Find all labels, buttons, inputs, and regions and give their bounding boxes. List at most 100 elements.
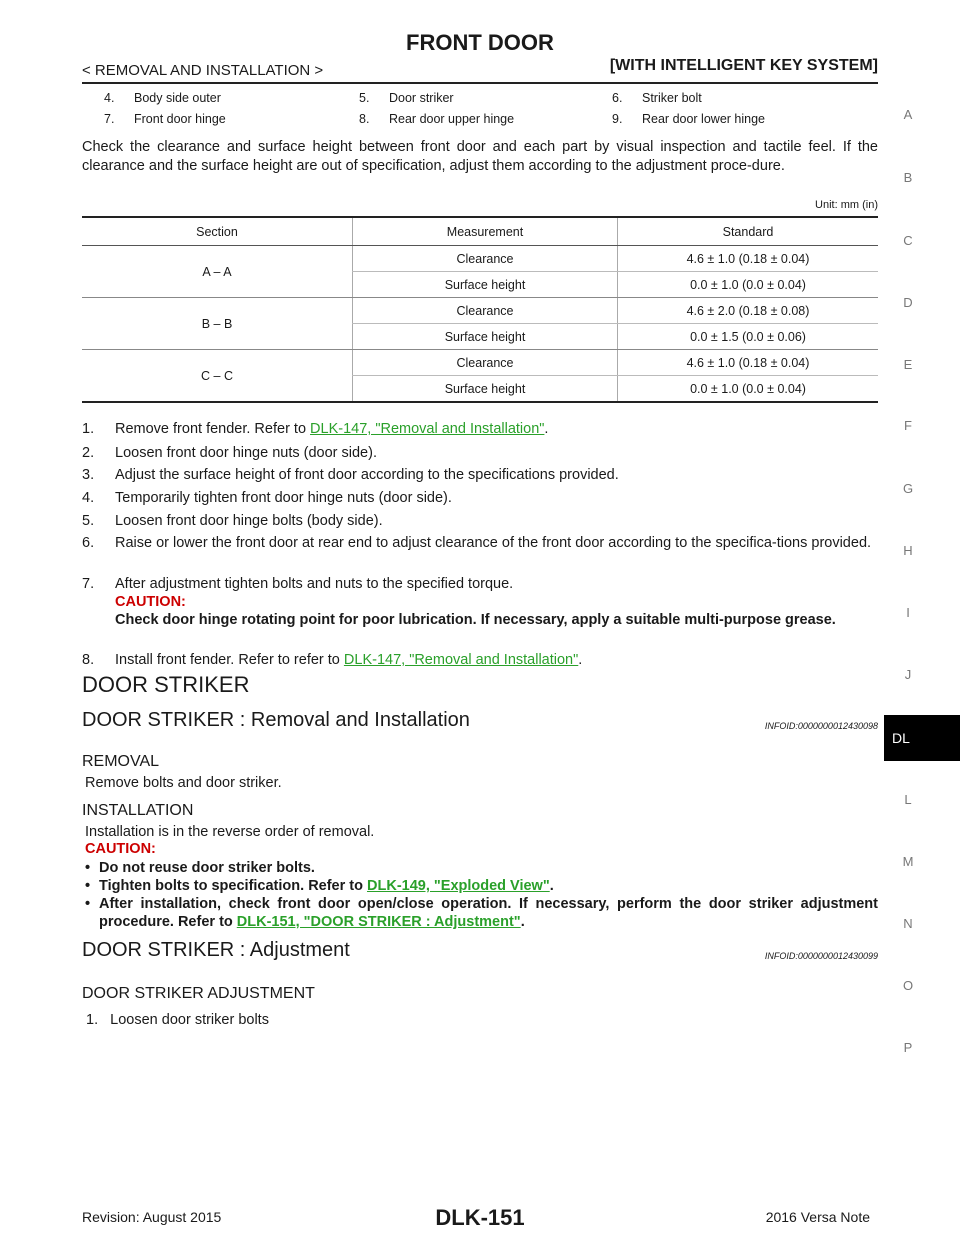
step-punct: .: [578, 652, 583, 668]
legend-row: 7. Front door hinge 8. Rear door upper h…: [82, 112, 878, 126]
side-index-g[interactable]: G: [902, 481, 914, 496]
bullet-text: Tighten bolts to specification. Refer to: [99, 878, 368, 894]
table-row: Surface height 0.0 ± 1.0 (0.0 ± 0.04): [82, 271, 878, 298]
table-cell-section: B – B: [82, 297, 353, 350]
adjustment-step-1: 1. Loosen door striker bolts: [86, 1012, 269, 1028]
section-heading: DOOR STRIKER: [82, 672, 250, 697]
table-row: C – C Clearance 4.6 ± 1.0 (0.18 ± 0.04): [82, 349, 878, 403]
header-rule: [82, 82, 878, 84]
unit-label: Unit: mm (in): [815, 199, 878, 211]
step-text: Loosen front door hinge nuts (door side)…: [115, 445, 377, 461]
legend-text: Body side outer: [134, 91, 221, 105]
step-number: 3.: [82, 467, 95, 483]
removal-text: Remove bolts and door striker.: [85, 775, 282, 791]
side-index-h[interactable]: H: [903, 543, 913, 558]
side-index-e[interactable]: E: [903, 357, 913, 372]
side-index-d[interactable]: D: [903, 295, 913, 310]
step-text: Adjust the surface height of front door …: [115, 467, 619, 483]
step-number: 5.: [82, 513, 95, 529]
table-cell: Clearance: [352, 297, 618, 324]
side-index-b[interactable]: B: [903, 170, 913, 185]
step-7: 7. After adjustment tighten bolts and nu…: [82, 575, 878, 647]
bullet-text: After installation, check front door ope…: [99, 896, 878, 930]
step-3: 3. Adjust the surface height of front do…: [82, 466, 878, 484]
spec-table: Section Measurement Standard A – A Clear…: [82, 216, 878, 403]
col-header: Measurement: [352, 216, 618, 246]
step-text: Raise or lower the front door at rear en…: [115, 535, 872, 551]
step-text: After adjustment tighten bolts and nuts …: [115, 576, 514, 592]
caution-bullet: • Do not reuse door striker bolts.: [85, 859, 878, 877]
side-index-l[interactable]: L: [904, 792, 912, 807]
side-index-i[interactable]: I: [906, 605, 910, 620]
bullet-icon: •: [85, 860, 91, 876]
side-index-n[interactable]: N: [903, 916, 913, 931]
side-index-a[interactable]: A: [903, 107, 913, 122]
installation-text: Installation is in the reverse order of …: [85, 824, 375, 840]
legend-text: Rear door upper hinge: [389, 112, 515, 126]
legend-text: Striker bolt: [642, 91, 702, 105]
page-number: DLK-151: [435, 1205, 525, 1230]
side-index-m[interactable]: M: [902, 854, 914, 869]
table-cell-section: A – A: [82, 245, 353, 298]
step-number: 7.: [82, 576, 95, 592]
step-number: 8.: [82, 652, 95, 668]
table-cell: 0.0 ± 1.0 (0.0 ± 0.04): [617, 375, 878, 403]
caution-label: CAUTION:: [115, 594, 186, 610]
side-index-f[interactable]: F: [904, 418, 912, 433]
legend-num: 6.: [612, 91, 623, 105]
legend-num: 8.: [359, 112, 370, 126]
installation-heading: INSTALLATION: [82, 802, 194, 819]
legend-text: Front door hinge: [134, 112, 226, 126]
legend-num: 9.: [612, 112, 623, 126]
table-cell: 4.6 ± 1.0 (0.18 ± 0.04): [617, 245, 878, 272]
table-cell: Surface height: [352, 271, 618, 298]
caution-bullet: • After installation, check front door o…: [85, 895, 878, 931]
legend-num: 4.: [104, 91, 115, 105]
table-header-row: Section Measurement Standard: [82, 216, 878, 246]
subsection-heading: DOOR STRIKER : Removal and Installation: [82, 709, 470, 731]
side-index-j[interactable]: J: [904, 667, 912, 682]
intro-paragraph: Check the clearance and surface height b…: [82, 139, 878, 174]
bullet-icon: •: [85, 878, 91, 894]
table-cell: Surface height: [352, 375, 618, 403]
footer-revision: Revision: August 2015: [82, 1209, 222, 1225]
table-cell: 4.6 ± 1.0 (0.18 ± 0.04): [617, 349, 878, 376]
legend-text: Door striker: [389, 91, 454, 105]
table-cell: 0.0 ± 1.0 (0.0 ± 0.04): [617, 271, 878, 298]
table-cell: Clearance: [352, 349, 618, 376]
step-number: 4.: [82, 490, 95, 506]
step-text: Temporarily tighten front door hinge nut…: [115, 490, 452, 506]
table-row: B – B Clearance 4.6 ± 2.0 (0.18 ± 0.08): [82, 297, 878, 350]
step-text: Loosen front door hinge bolts (body side…: [115, 513, 383, 529]
caution-bullet: • Tighten bolts to specification. Refer …: [85, 877, 878, 895]
step-number: 6.: [82, 535, 95, 551]
info-id: INFOID:0000000012430099: [764, 951, 878, 961]
step-2: 2. Loosen front door hinge nuts (door si…: [82, 444, 878, 462]
step-1: 1. Remove front fender. Refer to DLK-147…: [82, 420, 878, 438]
footer-model: 2016 Versa Note: [765, 1209, 870, 1225]
legend-num: 5.: [359, 91, 370, 105]
side-index-p[interactable]: P: [903, 1040, 913, 1055]
bullet-punct: .: [549, 878, 554, 894]
col-header: Standard: [617, 216, 878, 246]
ref-link-dlk151[interactable]: DLK-151, "DOOR STRIKER : Adjustment": [236, 914, 521, 930]
side-index-dl-active[interactable]: DL: [884, 715, 960, 761]
table-row: Surface height 0.0 ± 1.5 (0.0 ± 0.06): [82, 323, 878, 350]
side-index-c[interactable]: C: [903, 233, 913, 248]
page-title: FRONT DOOR: [406, 30, 554, 55]
table-cell: Clearance: [352, 245, 618, 272]
table-cell-section: C – C: [82, 349, 353, 403]
info-id: INFOID:0000000012430098: [764, 721, 878, 731]
step-4: 4. Temporarily tighten front door hinge …: [82, 489, 878, 507]
table-row: A – A Clearance 4.6 ± 1.0 (0.18 ± 0.04): [82, 245, 878, 298]
side-index-o[interactable]: O: [902, 978, 914, 993]
table-cell: 0.0 ± 1.5 (0.0 ± 0.06): [617, 323, 878, 350]
bullet-punct: .: [520, 914, 525, 930]
ref-link-dlk149[interactable]: DLK-149, "Exploded View": [367, 878, 550, 894]
subsection-heading: DOOR STRIKER : Adjustment: [82, 939, 350, 961]
ref-link-dlk147[interactable]: DLK-147, "Removal and Installation": [343, 652, 579, 668]
step-8: 8. Install front fender. Refer to refer …: [82, 651, 878, 669]
removal-heading: REMOVAL: [82, 753, 160, 770]
system-label: [WITH INTELLIGENT KEY SYSTEM]: [609, 57, 878, 74]
ref-link-dlk147[interactable]: DLK-147, "Removal and Installation": [310, 421, 545, 437]
